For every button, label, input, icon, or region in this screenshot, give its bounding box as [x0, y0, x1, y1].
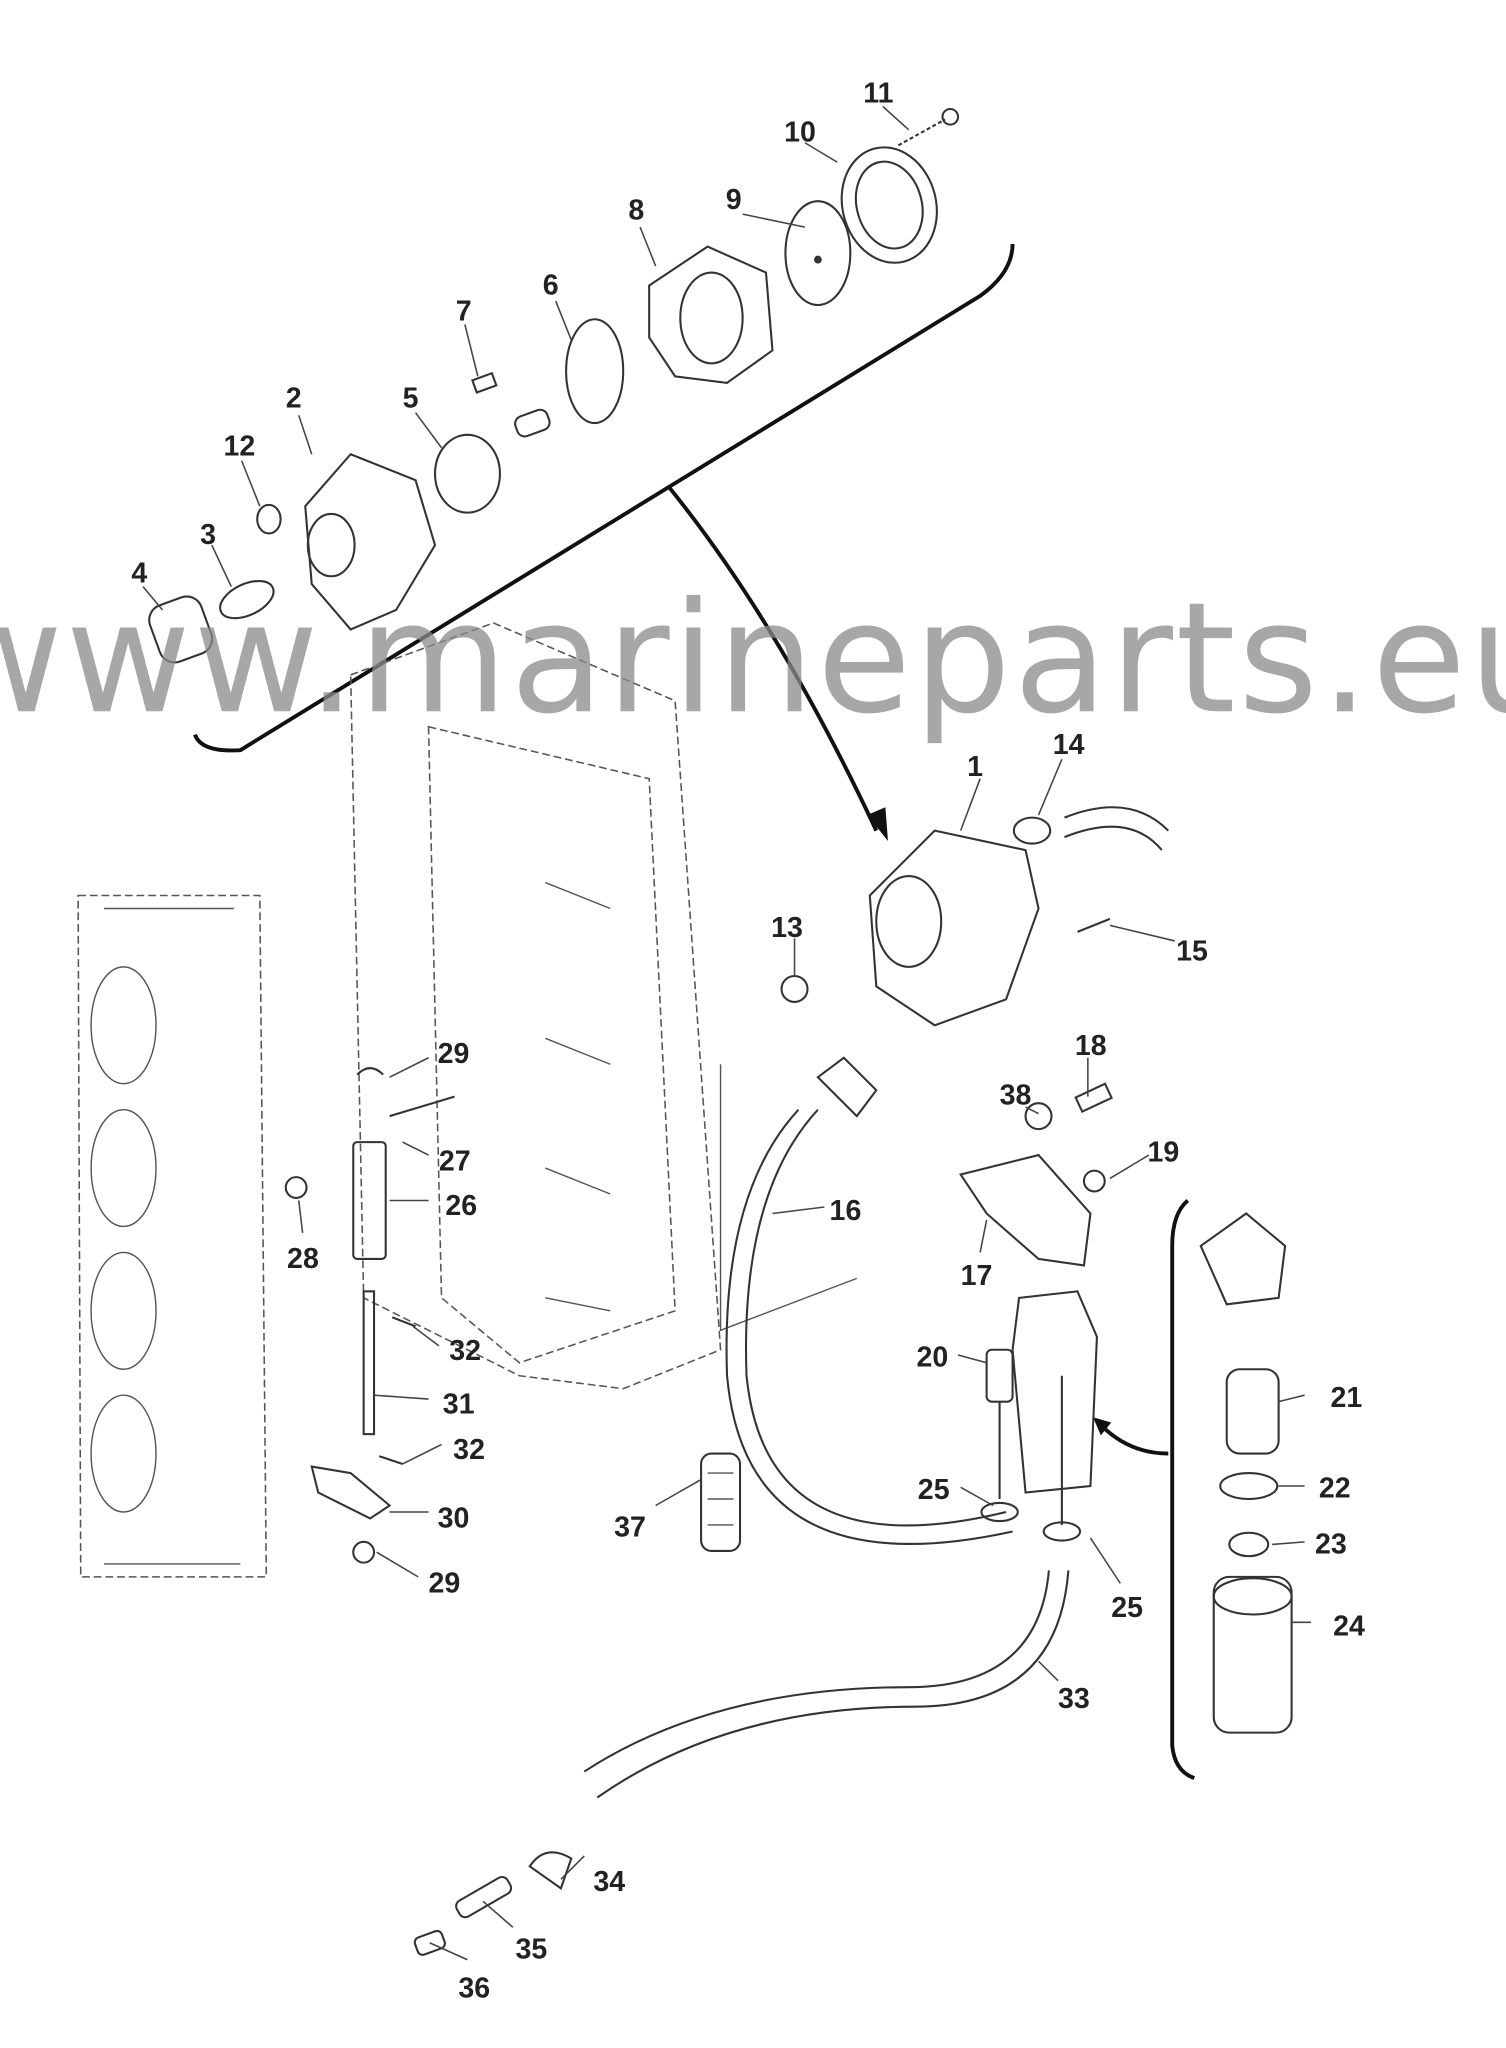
arrow-head	[867, 807, 888, 842]
linkage-parts	[284, 1067, 455, 1564]
callout-28: 28	[287, 1243, 319, 1275]
callout-31: 31	[443, 1388, 475, 1420]
callout-19: 19	[1148, 1137, 1180, 1169]
callout-6: 6	[543, 270, 559, 302]
callout-3: 3	[200, 519, 216, 551]
callout-25b: 25	[1111, 1592, 1143, 1624]
group-bracket-right	[1170, 1199, 1195, 1780]
callout-2: 2	[286, 383, 302, 415]
callout-18: 18	[1075, 1030, 1107, 1062]
callout-38: 38	[1000, 1079, 1032, 1111]
callout-24: 24	[1333, 1610, 1365, 1642]
callout-16: 16	[830, 1195, 862, 1227]
callout-14: 14	[1053, 729, 1085, 761]
pointer-arrow	[667, 485, 879, 832]
pointer-arrow-right	[1099, 1423, 1169, 1456]
callout-21: 21	[1331, 1382, 1363, 1414]
callout-32b: 32	[453, 1434, 485, 1466]
callout-36: 36	[458, 1972, 490, 2004]
arrow-head-right	[1093, 1417, 1112, 1436]
callout-1: 1	[967, 751, 983, 783]
callout-12: 12	[223, 431, 255, 463]
callout-35: 35	[515, 1933, 547, 1965]
callout-23: 23	[1315, 1529, 1347, 1561]
filter-parts	[1199, 1212, 1293, 1734]
callout-4: 4	[131, 558, 147, 590]
watermark: www.marineparts.eu	[0, 570, 1506, 748]
callout-33: 33	[1058, 1683, 1090, 1715]
callout-5: 5	[403, 383, 419, 415]
callout-13: 13	[771, 912, 803, 944]
fuel-pump	[413, 806, 1170, 1956]
cylinder-head	[349, 622, 858, 1390]
callout-37: 37	[614, 1512, 646, 1544]
callout-11: 11	[863, 78, 893, 110]
callout-25a: 25	[918, 1474, 950, 1506]
thermostat-parts	[148, 107, 960, 664]
callout-34: 34	[593, 1866, 625, 1898]
callout-7: 7	[456, 296, 472, 328]
callout-9: 9	[726, 184, 742, 216]
leader-lines	[142, 105, 1312, 1961]
callout-10: 10	[784, 116, 816, 148]
callout-22: 22	[1319, 1473, 1351, 1505]
callout-29b: 29	[429, 1567, 461, 1599]
cylinder-block	[77, 894, 268, 1578]
group-bracket-top	[193, 243, 1015, 753]
callout-17: 17	[961, 1260, 993, 1292]
callout-32a: 32	[449, 1335, 481, 1367]
callout-26: 26	[445, 1190, 477, 1222]
callout-labels: 1 2 3 4 5 6 7 8 9 10 11 12 13 14 15 16 1…	[131, 78, 1365, 2005]
callout-29a: 29	[438, 1038, 470, 1070]
callout-8: 8	[628, 194, 644, 226]
callout-27: 27	[439, 1146, 471, 1178]
callout-15: 15	[1176, 935, 1208, 967]
callout-30: 30	[438, 1503, 470, 1535]
callout-20: 20	[917, 1342, 949, 1374]
